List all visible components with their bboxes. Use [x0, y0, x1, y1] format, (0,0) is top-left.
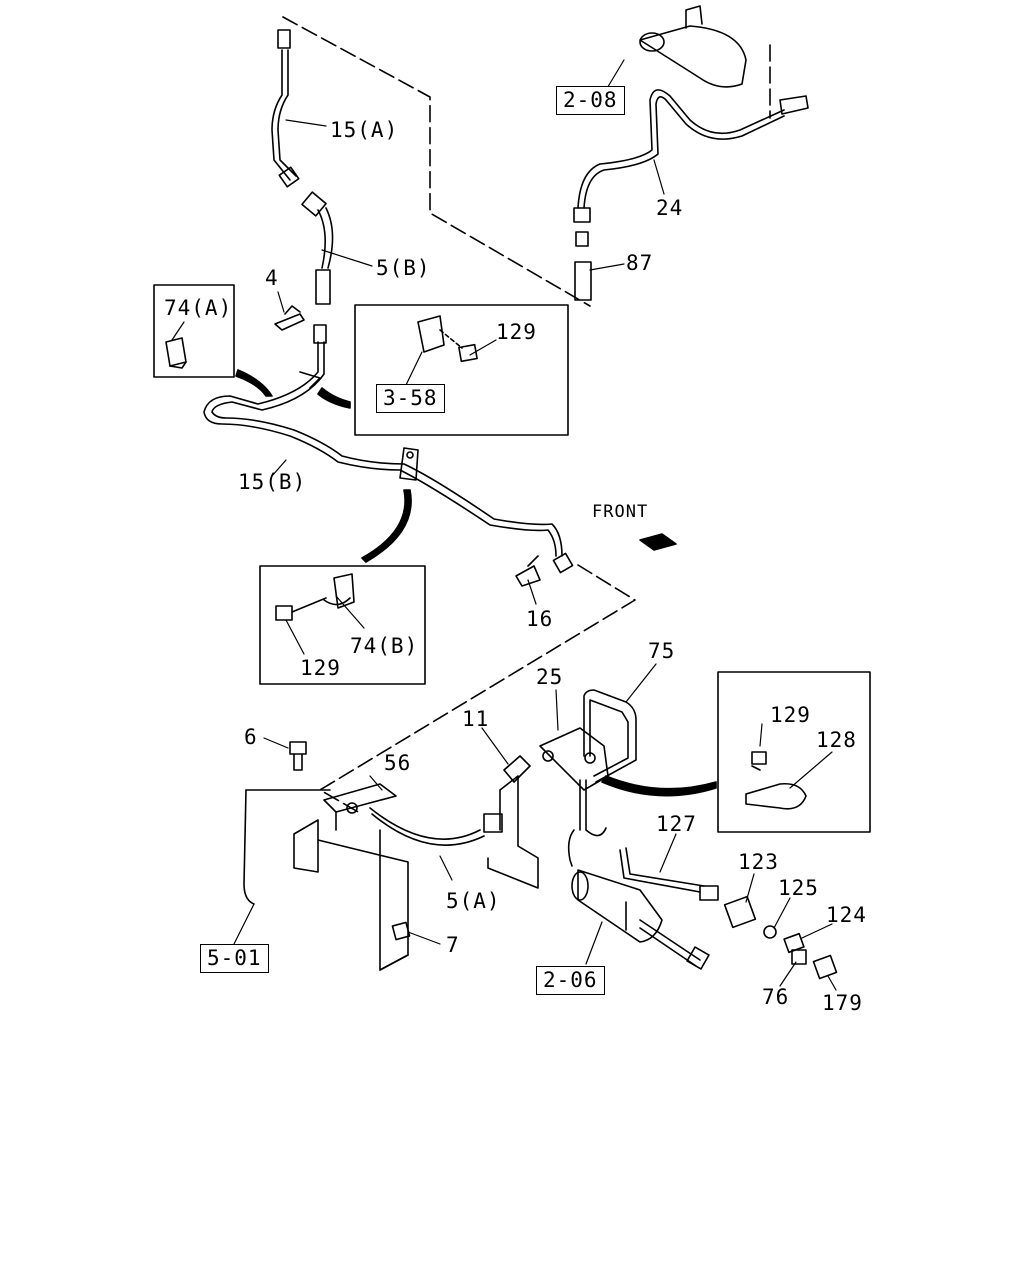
pipe-75 — [579, 689, 637, 837]
callout-74a: 74(A) — [164, 296, 233, 320]
cap-179 — [812, 954, 838, 980]
bleeder-76 — [791, 949, 807, 965]
upper-group-outline — [282, 16, 771, 814]
inset-74a-box — [153, 284, 235, 378]
callout-56: 56 — [384, 751, 412, 775]
callout-127: 127 — [656, 812, 697, 836]
callout-11: 11 — [462, 707, 490, 731]
fitting-123 — [723, 895, 757, 929]
callout-179: 179 — [822, 991, 863, 1015]
leader-lines — [171, 59, 837, 991]
callout-123: 123 — [738, 850, 779, 874]
callout-4: 4 — [265, 266, 279, 290]
release-cylinder-206 — [567, 829, 710, 970]
callout-25: 25 — [536, 665, 564, 689]
callout-75: 75 — [648, 639, 676, 663]
callout-129-mid: 129 — [300, 656, 341, 680]
reference-358[interactable]: 3-58 — [376, 384, 445, 413]
callout-125: 125 — [778, 876, 819, 900]
callout-15a: 15(A) — [330, 118, 399, 142]
hose-5a — [369, 807, 503, 846]
reference-arrow-128 — [601, 775, 717, 797]
clip-74a — [165, 337, 187, 369]
reference-501[interactable]: 5-01 — [200, 944, 269, 973]
callout-7: 7 — [446, 933, 460, 957]
callout-129-top: 129 — [496, 320, 537, 344]
inset-358-box — [354, 304, 569, 436]
inset-74b-box — [259, 565, 426, 685]
reference-208[interactable]: 2-08 — [556, 86, 625, 115]
pipe-127 — [619, 847, 719, 901]
clip-4 — [274, 305, 305, 331]
clip-16 — [515, 555, 541, 587]
callout-74b: 74(B) — [350, 634, 419, 658]
pipe-24 — [573, 89, 785, 247]
pipe-15b — [203, 341, 574, 574]
callout-5a: 5(A) — [446, 889, 501, 913]
callout-128: 128 — [816, 728, 857, 752]
callout-15b: 15(B) — [238, 470, 307, 494]
callout-87: 87 — [626, 251, 654, 275]
bushing-87 — [574, 261, 592, 301]
washer-125 — [763, 925, 777, 939]
reference-206[interactable]: 2-06 — [536, 966, 605, 995]
clip-358 — [417, 315, 478, 363]
callout-124: 124 — [826, 903, 867, 927]
reference-arrow-358 — [317, 387, 351, 409]
front-arrow-icon — [639, 533, 677, 551]
frame-501 — [243, 789, 409, 971]
bracket-56 — [323, 783, 397, 831]
reference-arrow-74a — [235, 369, 273, 397]
callout-5b: 5(B) — [376, 256, 431, 280]
inset-128-box — [717, 671, 871, 833]
bolt-6 — [289, 741, 307, 771]
front-label: FRONT — [592, 502, 649, 522]
clamp-128 — [745, 751, 807, 810]
callout-6: 6 — [244, 725, 258, 749]
clip-74b — [275, 573, 355, 621]
nut-7 — [391, 921, 411, 941]
hose-5b — [301, 191, 334, 344]
bracket-11 — [487, 755, 539, 889]
callout-24: 24 — [656, 196, 684, 220]
callout-129-right: 129 — [770, 703, 811, 727]
callout-16: 16 — [526, 607, 554, 631]
pipe-15a — [271, 29, 300, 188]
callout-76: 76 — [762, 985, 790, 1009]
master-cylinder-208 — [639, 5, 809, 115]
reference-arrow-74b — [361, 489, 412, 563]
